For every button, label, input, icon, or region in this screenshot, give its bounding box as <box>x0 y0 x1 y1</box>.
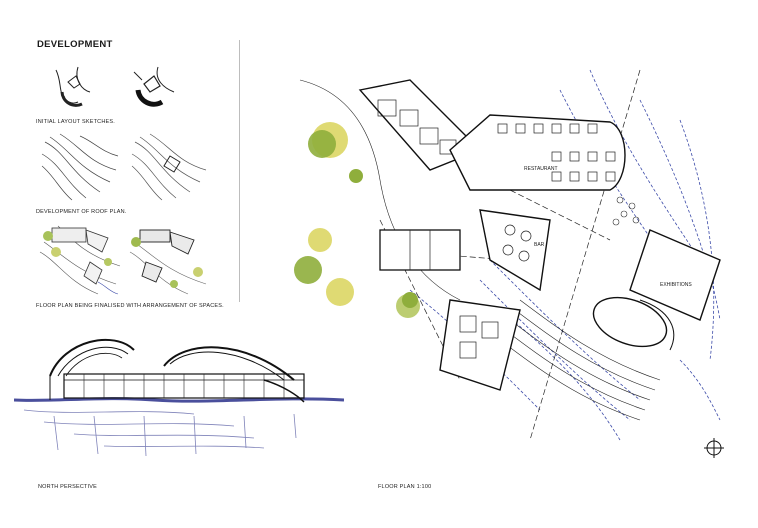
restaurant-room <box>449 114 626 191</box>
exhibitions-room <box>629 229 721 321</box>
roof-shell-right <box>163 346 295 381</box>
caption-initial: INITIAL LAYOUT SKETCHES. <box>36 119 115 125</box>
north-perspective-drawing <box>14 338 344 470</box>
development-title: DEVELOPMENT <box>37 39 113 50</box>
panel-divider <box>239 40 240 302</box>
room-label-exhibitions: EXHIBITIONS <box>660 282 692 288</box>
site-contours <box>409 69 721 441</box>
floor-sketch-2 <box>129 229 207 295</box>
restaurant-tables <box>497 123 616 182</box>
bar-room <box>479 209 551 292</box>
caption-floor-plan: FLOOR PLAN 1:100 <box>378 484 432 490</box>
room-label-bar: BAR <box>534 242 545 248</box>
floor-sketch-1 <box>39 225 121 295</box>
roof-sketch-2 <box>131 133 207 201</box>
caption-floor: FLOOR PLAN BEING FINALISED WITH ARRANGEM… <box>36 303 224 309</box>
room-label-restaurant: RESTAURANT <box>524 166 558 172</box>
toilet-block <box>379 229 461 271</box>
caption-roof: DEVELOPMENT OF ROOF PLAN. <box>36 209 127 215</box>
initial-sketch-1 <box>55 66 91 107</box>
initial-sketch-2 <box>133 66 175 107</box>
roof-sketch-1 <box>41 133 119 201</box>
caption-perspective: NORTH PERSECTIVE <box>38 484 98 490</box>
roof-shell-left <box>49 338 135 377</box>
south-wing <box>439 299 521 391</box>
pond <box>592 296 668 348</box>
trees <box>294 122 420 318</box>
north-arrow-icon <box>704 438 724 458</box>
floor-plan-drawing: RESTAURANT BAR EXHIBITIONS <box>294 69 724 458</box>
